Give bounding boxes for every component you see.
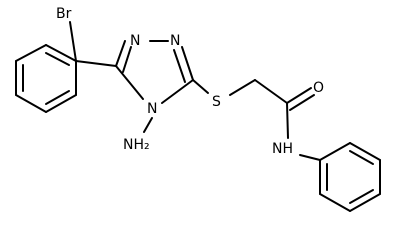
triazole-n1-label: N [130,33,140,49]
triazole-n2-label: N [170,33,180,49]
c-o-double-bond-a [286,87,312,104]
amino-group-label: NH₂ [123,137,150,153]
ch2-co-bond [254,79,288,104]
oxygen-atom-label: O [313,80,324,96]
c-s-bond [192,79,209,94]
co-nh-bond [286,102,289,139]
bromine-atom-label: Br [56,6,72,22]
sulfur-atom-label: S [212,94,221,110]
c-o-double-bond-b [289,94,315,111]
n-nh2-bond [143,117,153,133]
amide-nh-label: NH [272,141,293,157]
triazole-n4-label: N [147,101,157,117]
chemical-structure: Br N N N NH₂ S O NH [15,6,381,212]
nh-phenyl-bond [299,154,321,161]
phenyl-ring [319,142,381,212]
bromophenyl-ring [15,44,77,113]
c-br-bond [69,21,77,62]
aryl-triazole-bond [75,60,117,67]
triazole-ring [115,40,194,104]
s-ch2-bond [229,79,256,96]
